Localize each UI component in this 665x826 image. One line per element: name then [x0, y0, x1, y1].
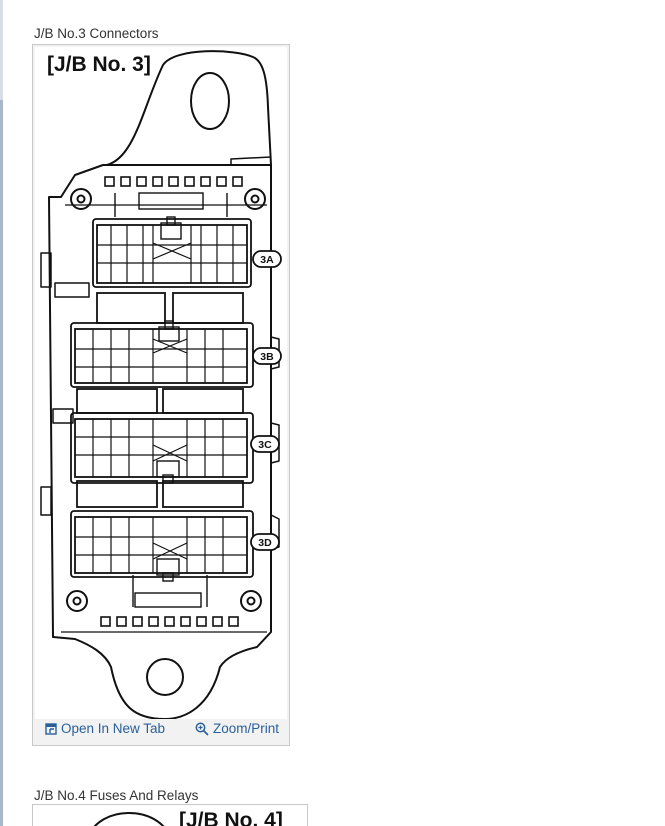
- zoom-print-link[interactable]: Zoom/Print: [195, 721, 279, 736]
- figure-action-bar: Open In New Tab Zoom/Print: [33, 717, 289, 743]
- jb4-diagram-title: [J/B No. 4]: [179, 809, 283, 826]
- connector-label-3d: 3D: [258, 537, 272, 549]
- connector-callout-3b: 3B: [252, 347, 282, 365]
- connector-label-3b: 3B: [260, 351, 274, 363]
- figure-caption-jb3: J/B No.3 Connectors: [34, 26, 159, 41]
- open-new-tab-label: Open In New Tab: [61, 721, 166, 736]
- open-new-tab-icon: [45, 722, 57, 735]
- magnifier-plus-icon: [195, 722, 209, 736]
- connector-label-3c: 3C: [258, 439, 272, 451]
- open-new-tab-link[interactable]: Open In New Tab: [45, 721, 165, 736]
- connector-callout-3d: 3D: [250, 533, 280, 551]
- zoom-print-label: Zoom/Print: [213, 721, 280, 736]
- window-left-edge-accent: [0, 100, 3, 826]
- jb3-connector-diagram[interactable]: [J/B No. 3] 3A 3B 3C 3D: [35, 47, 287, 719]
- figure-jb4-container: [J/B No. 4]: [32, 804, 308, 826]
- figure-caption-jb4: J/B No.4 Fuses And Relays: [34, 788, 199, 803]
- connector-label-3a: 3A: [260, 254, 274, 266]
- jb4-diagram[interactable]: [J/B No. 4]: [33, 805, 307, 826]
- jb3-diagram-title: [J/B No. 3]: [47, 53, 151, 76]
- connector-callout-3a: 3A: [252, 250, 282, 268]
- connector-callout-3c: 3C: [250, 435, 280, 453]
- window-left-edge: [0, 0, 3, 826]
- figure-jb3-container: [J/B No. 3] 3A 3B 3C 3D: [32, 44, 290, 746]
